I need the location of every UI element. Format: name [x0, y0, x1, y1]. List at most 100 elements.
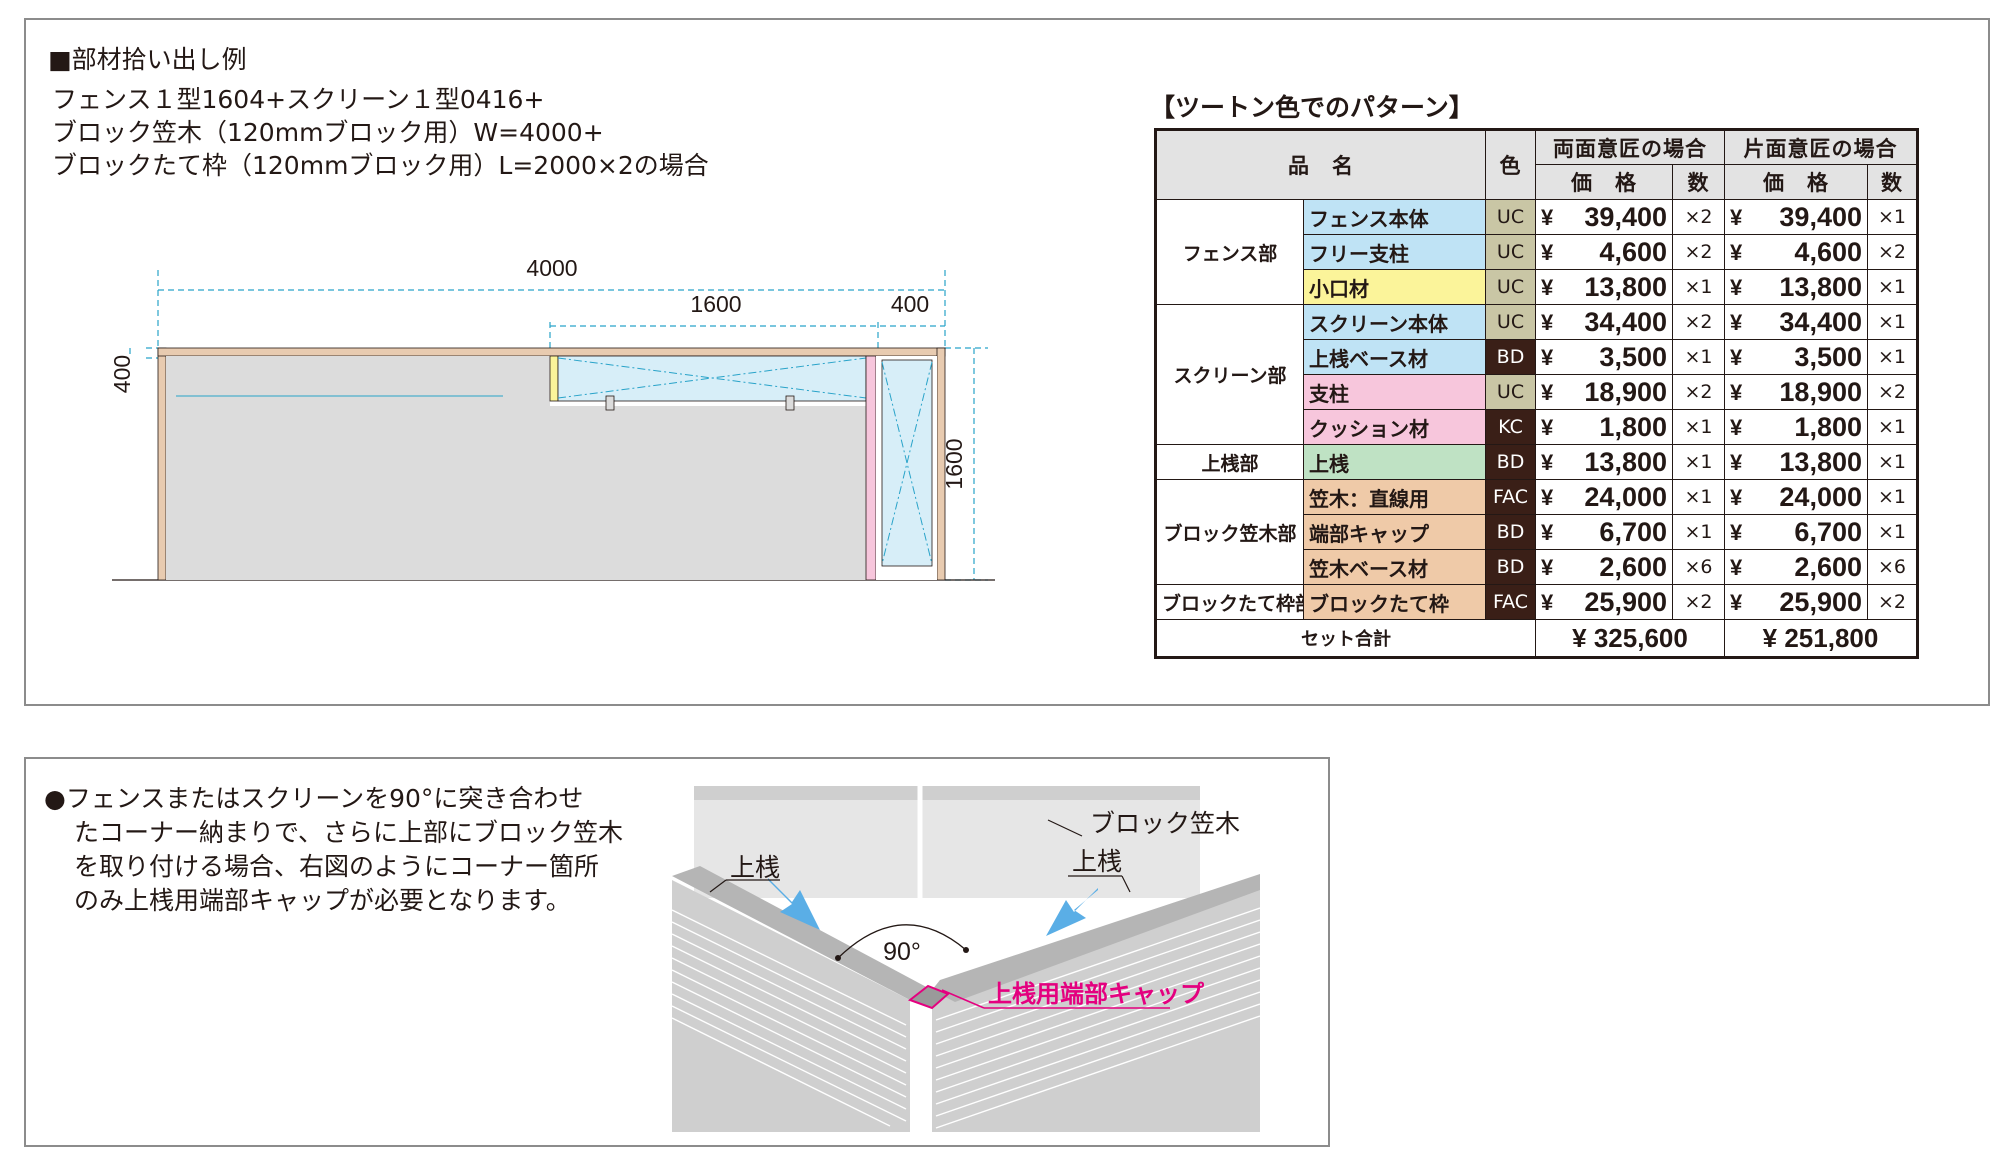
qty-cell: ×6: [1867, 549, 1918, 585]
yen-symbol: ¥: [1541, 204, 1554, 230]
corner-illustration: 90° ブロック笠木 上桟 上桟 上桟用端部キャップ: [671, 786, 1260, 1132]
price-value: 13,800: [1779, 446, 1862, 477]
yen-symbol: ¥: [1730, 449, 1743, 475]
price-value: 34,400: [1584, 306, 1667, 337]
price-cell: ¥3,500: [1724, 339, 1868, 375]
header-item-name: 品 名: [1155, 129, 1486, 200]
label-end-cap: 上桟用端部キャップ: [988, 980, 1205, 1008]
kasagi-left: [694, 786, 920, 800]
qty-cell: ×1: [1672, 339, 1725, 375]
leader-line: [1047, 819, 1083, 837]
color-code: BD: [1485, 549, 1536, 585]
color-code: FAC: [1485, 479, 1536, 515]
price-value: 18,900: [1779, 376, 1862, 407]
price-cell: ¥6,700: [1724, 514, 1868, 550]
top-rail-right: [932, 874, 1260, 1002]
header-double-sided: 両面意匠の場合: [1535, 129, 1725, 165]
note-line: を取り付ける場合、右図のようにコーナー箇所: [74, 852, 600, 881]
fence-elevation-drawing: 4000 1600 400 400 1600: [110, 255, 995, 581]
header-price: 価 格: [1535, 164, 1673, 200]
price-cell: ¥24,000: [1535, 479, 1673, 515]
header-single-sided: 片面意匠の場合: [1724, 129, 1918, 165]
qty-cell: ×2: [1867, 374, 1918, 410]
price-value: 1,800: [1599, 411, 1667, 442]
qty-cell: ×2: [1672, 234, 1725, 270]
item-name: 上桟: [1303, 444, 1486, 480]
item-name: 端部キャップ: [1303, 514, 1486, 550]
price-value: 39,400: [1779, 201, 1862, 232]
price-cell: ¥2,600: [1724, 549, 1868, 585]
end-cap: [549, 355, 559, 402]
dim-top-height: 400: [110, 355, 135, 393]
color-code: UC: [1485, 199, 1536, 235]
price-cell: ¥39,400: [1724, 199, 1868, 235]
header-color: 色: [1485, 129, 1536, 200]
section-title: ■部材拾い出し例: [48, 45, 247, 74]
price-value: 39,400: [1584, 201, 1667, 232]
arrow-down-right-icon: [768, 878, 820, 930]
yen-symbol: ¥: [1730, 554, 1743, 580]
price-cell: ¥18,900: [1535, 374, 1673, 410]
yen-symbol: ¥: [1730, 204, 1743, 230]
price-value: 24,000: [1779, 481, 1862, 512]
group-name: ブロックたて枠部: [1155, 584, 1304, 620]
price-value: 2,600: [1794, 551, 1862, 582]
item-name: 笠木：直線用: [1303, 479, 1486, 515]
item-name: クッション材: [1303, 409, 1486, 445]
dimension-lines: [129, 270, 988, 581]
price-cell: ¥34,400: [1535, 304, 1673, 340]
leader-line: [709, 879, 727, 893]
yen-symbol: ¥: [1730, 484, 1743, 510]
left-slats: [671, 909, 907, 1127]
group-name: 上桟部: [1155, 444, 1304, 480]
yen-symbol: ¥: [1541, 344, 1554, 370]
qty-cell: ×6: [1672, 549, 1725, 585]
angle-arc: [837, 924, 967, 959]
qty-cell: ×1: [1672, 444, 1725, 480]
price-cell: ¥13,800: [1535, 444, 1673, 480]
leader-line: [1121, 875, 1131, 893]
yen-symbol: ¥: [1541, 554, 1554, 580]
qty-cell: ×1: [1867, 479, 1918, 515]
end-cap-illustration: [907, 984, 950, 1010]
item-name: 笠木ベース材: [1303, 549, 1486, 585]
yen-symbol: ¥: [1730, 239, 1743, 265]
yen-symbol: ¥: [1730, 379, 1743, 405]
price-value: 6,700: [1794, 516, 1862, 547]
price-cell: ¥1,800: [1535, 409, 1673, 445]
price-value: 18,900: [1584, 376, 1667, 407]
angle-dot: [963, 947, 969, 953]
qty-cell: ×1: [1672, 269, 1725, 305]
price-cell: ¥39,400: [1535, 199, 1673, 235]
qty-cell: ×1: [1672, 479, 1725, 515]
left-post: [157, 347, 167, 581]
angle-dot: [835, 955, 841, 961]
qty-cell: ×2: [1867, 584, 1918, 620]
color-code: UC: [1485, 374, 1536, 410]
price-value: 25,900: [1584, 586, 1667, 617]
description-line: ブロック笠木（120mmブロック用）W=4000+: [52, 118, 604, 147]
dim-side-width: 400: [891, 291, 929, 317]
color-code: UC: [1485, 304, 1536, 340]
yen-symbol: ¥: [1541, 484, 1554, 510]
back-wall-left: [694, 786, 920, 898]
item-name: フェンス本体: [1303, 199, 1486, 235]
color-code: UC: [1485, 234, 1536, 270]
screen-post: [865, 355, 877, 581]
dim-screen-width: 1600: [690, 291, 741, 317]
price-cell: ¥13,800: [1535, 269, 1673, 305]
price-value: 13,800: [1584, 446, 1667, 477]
table-title: 【ツートン色でのパターン】: [1150, 93, 1474, 122]
yen-symbol: ¥: [1541, 309, 1554, 335]
yen-symbol: ¥: [1730, 309, 1743, 335]
qty-cell: ×1: [1867, 304, 1918, 340]
price-cell: ¥4,600: [1535, 234, 1673, 270]
price-value: 34,400: [1779, 306, 1862, 337]
description-line: フェンス１型1604+スクリーン１型0416+: [52, 85, 545, 114]
price-value: 3,500: [1599, 341, 1667, 372]
